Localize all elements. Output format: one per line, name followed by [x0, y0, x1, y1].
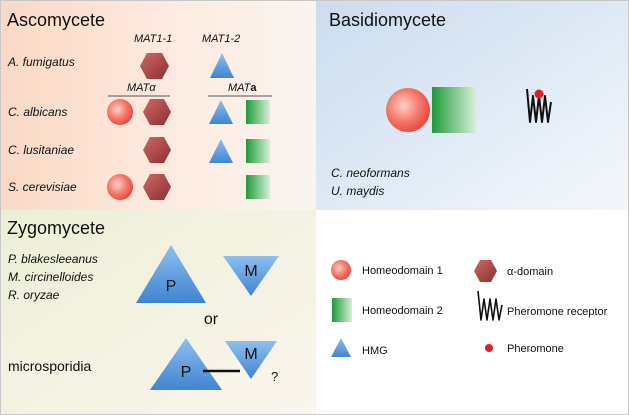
- legend-alpha-domain-swatch: [474, 260, 497, 282]
- legend-pheromone-receptor-icon: [477, 290, 503, 321]
- species-a-fumigatus: A. fumigatus: [7, 55, 75, 69]
- p-label: P: [181, 364, 192, 381]
- legend-homeodomain2-label: Homeodomain 2: [362, 305, 443, 317]
- m-triangle-inverted: [223, 256, 279, 296]
- p-triangle: [136, 245, 206, 303]
- legend-hmg-swatch: [331, 338, 351, 357]
- m-label: M: [244, 346, 257, 363]
- legend-homeodomain2-swatch: [332, 298, 352, 322]
- species-m-circinelloides: M. circinelloides: [8, 270, 93, 284]
- legend-alpha-domain-label: α-domain: [507, 266, 553, 278]
- legend-pheromone-receptor-label: Pheromone receptor: [507, 306, 608, 318]
- p-triangle: [150, 338, 222, 390]
- microsporidia-label: microsporidia: [8, 358, 91, 374]
- legend-homeodomain1-swatch: [331, 260, 351, 280]
- species-c-lusitaniae: C. lusitaniae: [8, 143, 74, 157]
- alpha-domain-hexagon: [143, 174, 171, 200]
- question-mark: ?: [271, 369, 278, 384]
- species-c-neoformans: C. neoformans: [331, 166, 410, 180]
- p-label: P: [166, 278, 177, 295]
- legend-panel: [316, 210, 629, 415]
- species-p-blakesleeanus: P. blakesleeanus: [8, 252, 98, 266]
- basidiomycete-title: Basidiomycete: [329, 10, 446, 30]
- homeodomain2-square: [246, 175, 270, 199]
- homeodomain1-circle: [107, 174, 133, 200]
- hmg-triangle: [210, 53, 234, 78]
- legend-hmg-label: HMG: [362, 345, 388, 357]
- alpha-domain-hexagon: [140, 53, 169, 79]
- mat1-1-header: MAT1-1: [134, 33, 172, 45]
- species-s-cerevisiae: S. cerevisiae: [8, 180, 77, 194]
- matalpha-header: MATα: [127, 82, 156, 94]
- ascomycete-title: Ascomycete: [7, 10, 105, 30]
- or-label: or: [204, 311, 219, 328]
- hmg-triangle: [209, 100, 233, 124]
- m-label: M: [244, 263, 257, 280]
- mat1-2-header: MAT1-2: [202, 33, 240, 45]
- alpha-domain-hexagon: [143, 137, 171, 163]
- legend-homeodomain1-label: Homeodomain 1: [362, 265, 443, 277]
- species-u-maydis: U. maydis: [331, 184, 384, 198]
- homeodomain1-circle: [107, 99, 133, 125]
- zygomycete-title: Zygomycete: [7, 218, 105, 238]
- species-c-albicans: C. albicans: [8, 105, 67, 119]
- legend-pheromone-label: Pheromone: [507, 343, 564, 355]
- homeodomain2-square: [246, 139, 270, 163]
- hmg-triangle: [209, 139, 233, 163]
- pheromone-icon: [534, 89, 544, 99]
- homeodomain2-square: [432, 87, 476, 133]
- homeodomain1-circle: [386, 88, 430, 132]
- species-r-oryzae: R. oryzae: [8, 288, 60, 302]
- homeodomain2-square: [246, 100, 270, 124]
- m-triangle-inverted: [225, 341, 277, 379]
- legend-pheromone-swatch: [485, 344, 493, 352]
- mata-header: MATa: [228, 82, 257, 94]
- alpha-domain-hexagon: [143, 99, 171, 125]
